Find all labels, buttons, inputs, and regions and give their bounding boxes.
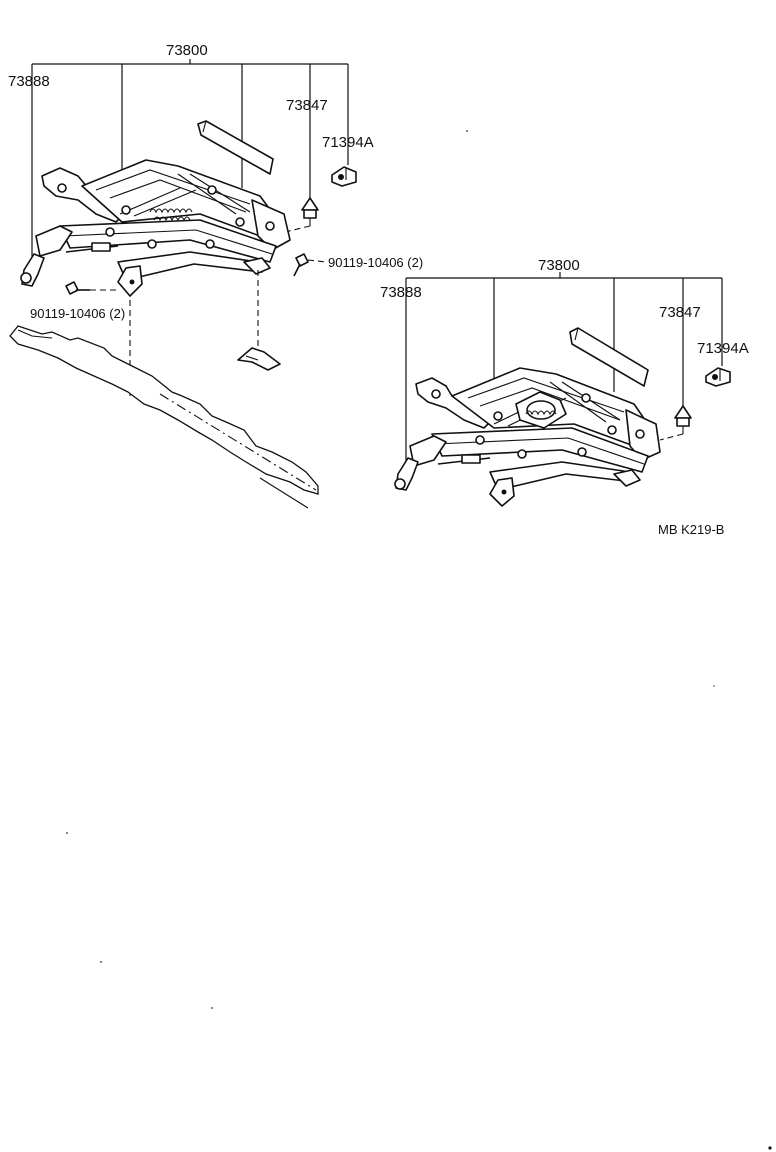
left-bolt-right-label: 90119-10406 (2): [328, 255, 423, 270]
left-label-plate: [197, 120, 274, 175]
right-seat-frame: [409, 367, 661, 507]
left-bolt-left-label: 90119-10406 (2): [30, 306, 125, 321]
scan-specks: [66, 130, 772, 1150]
left-floor-rail: [9, 325, 319, 509]
right-clip-label: 71394A: [697, 340, 749, 357]
right-clip-part: [705, 367, 731, 387]
left-floor-bracket: [237, 270, 281, 371]
reference-code: MB K219-B: [658, 522, 724, 537]
right-pad-label: 73847: [659, 304, 701, 321]
right-label-plate: [569, 327, 649, 387]
left-assembly: 73800 73888 73847 71394A 90119-10406 (2)…: [8, 42, 423, 509]
right-assembly: 73800 73888 73847 71394A: [380, 257, 749, 507]
left-clip-label: 71394A: [322, 134, 374, 151]
right-lever-handle: [394, 457, 419, 491]
left-lever-handle: [20, 253, 45, 287]
right-lever-label: 73888: [380, 284, 422, 301]
left-bolt-left: [65, 281, 118, 295]
left-clip-part: [331, 166, 357, 187]
left-assembly-label: 73800: [166, 42, 208, 59]
left-pad-label: 73847: [286, 97, 328, 114]
right-leader-lines: [405, 272, 723, 462]
left-bolt-right: [293, 253, 327, 277]
left-leader-lines: [31, 59, 349, 262]
right-bumper-pad: [659, 405, 692, 441]
left-bumper-pad: [284, 197, 319, 233]
right-assembly-label: 73800: [538, 257, 580, 274]
left-lever-label: 73888: [8, 73, 50, 90]
left-seat-frame: [35, 159, 291, 297]
